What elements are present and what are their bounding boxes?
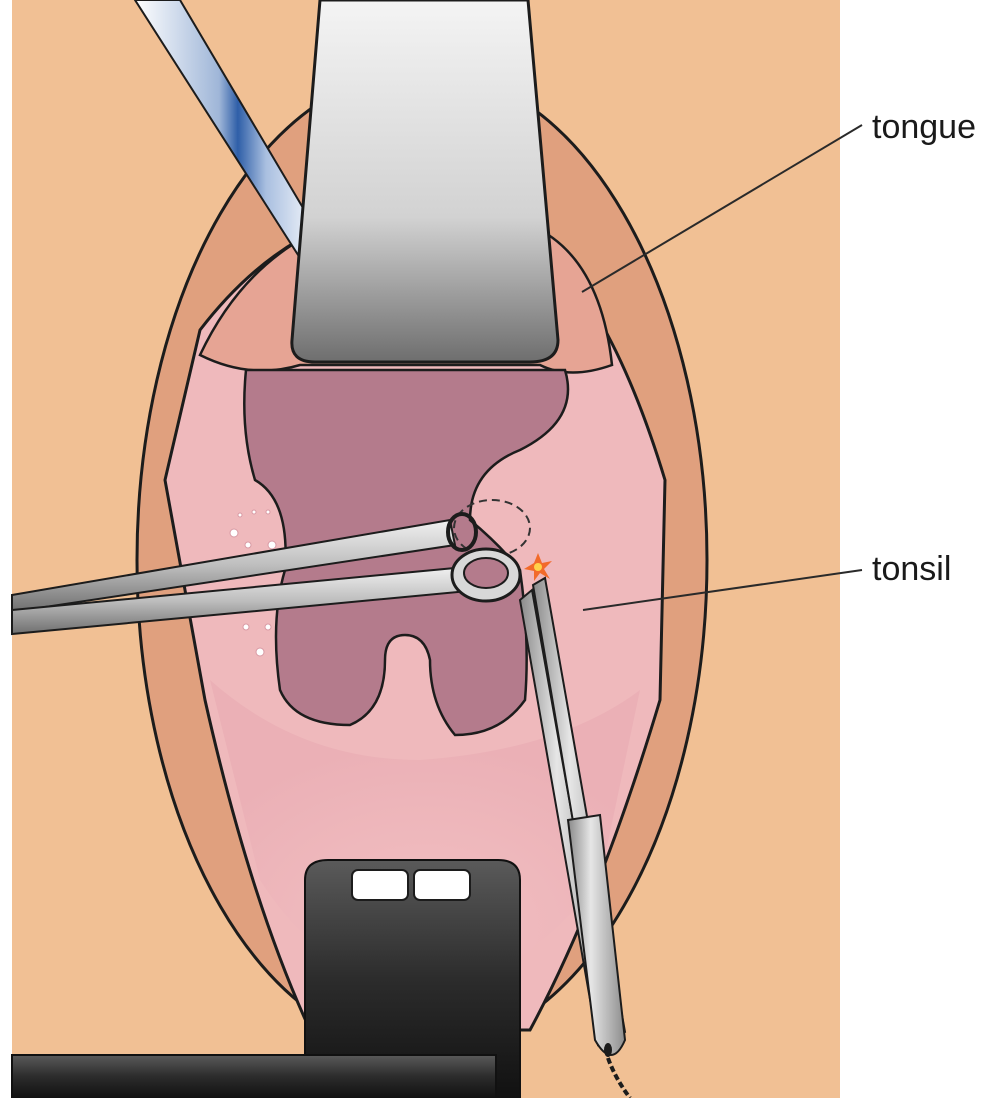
mouth-gag-bar — [12, 1055, 496, 1098]
forceps-lower-ring-inner — [464, 558, 508, 588]
tongue-depressor-blade — [292, 0, 558, 362]
cautery-forceps-hole — [604, 1043, 612, 1057]
mouth-gag-tooth-right — [414, 870, 470, 900]
tonsil-label: tonsil — [872, 550, 951, 588]
tongue-label: tongue — [872, 108, 976, 146]
mouth-gag-tooth-left — [352, 870, 408, 900]
